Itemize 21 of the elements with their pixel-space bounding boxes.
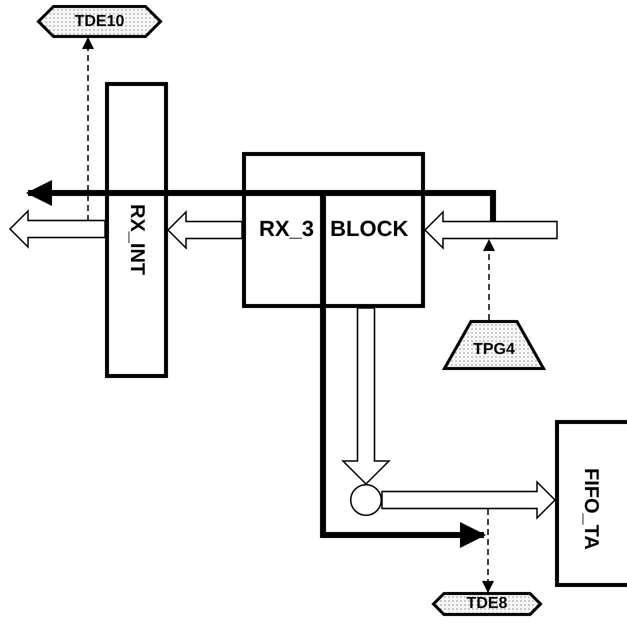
hexagon-tag [37,5,162,38]
block-label: RX_INT [127,204,147,276]
hollow-arrow [166,210,243,250]
block-label: TPG4 [472,342,516,358]
hollow-arrow [8,209,106,249]
hexagon-tag [432,592,542,616]
hollow-arrow [341,307,391,486]
circle-shape [350,484,382,516]
block-label: TDE8 [466,596,508,612]
hollow-arrow [424,210,558,250]
dashed-arrow [482,509,494,593]
block-label: RX_3 BLOCK [259,218,408,240]
block-box [105,82,168,378]
block-label: FIFO_TA [581,468,601,550]
dashed-arrow [82,37,94,221]
block-box [242,152,425,308]
trapezoid-tag [443,320,545,370]
block-box [555,420,627,587]
dashed-arrow [483,239,495,320]
block-label: TDE10 [74,14,126,30]
hollow-arrow [381,480,556,520]
